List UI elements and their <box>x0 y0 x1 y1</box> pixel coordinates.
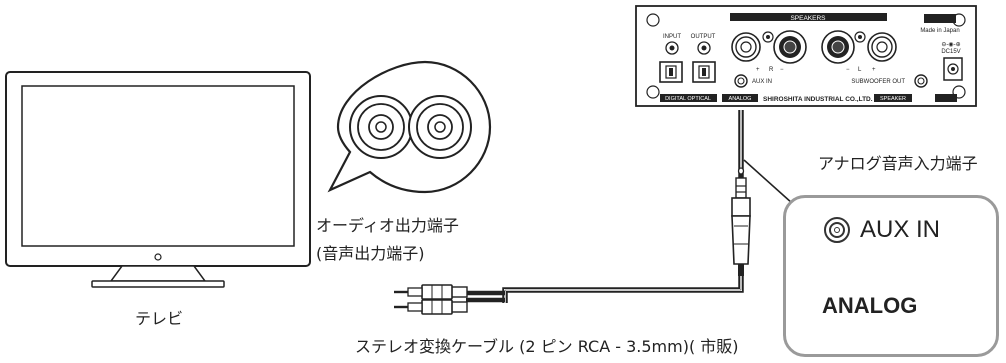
speaker-terminal-l-minus-icon <box>821 30 855 64</box>
analog-inset-label: ANALOG <box>822 293 918 318</box>
input-label: INPUT <box>663 34 681 40</box>
speaker-band-label: SPEAKER <box>880 96 906 102</box>
analog-band-label: ANALOG <box>729 96 752 102</box>
subwoofer-out-label: SUBWOOFER OUT <box>851 79 905 85</box>
audio-output-label-line1: オーディオ出力端子 <box>316 216 459 235</box>
audio-output-label: オーディオ出力端子 (音声出力端子) <box>316 212 459 268</box>
rca-jack-left-icon <box>349 95 413 159</box>
aux-in-row: AUX IN <box>824 216 940 244</box>
channel-r-label: R <box>769 67 774 73</box>
rca-plug-upper-icon <box>394 284 468 300</box>
dc-label: DC15V <box>941 49 960 55</box>
tv-illustration <box>5 71 311 288</box>
digital-optical-band-label: DIGITAL OPTICAL <box>665 96 711 102</box>
speakers-band-label: SPEAKERS <box>790 15 826 22</box>
tv-label: テレビ <box>135 309 184 328</box>
audio-output-callout <box>327 60 492 194</box>
mini-plug-icon <box>731 167 751 276</box>
svg-text:⊖-◉-⊕: ⊖-◉-⊕ <box>941 42 960 48</box>
rca-jack-right-icon <box>408 95 472 159</box>
made-in-label: Made in Japan <box>920 28 959 34</box>
svg-text:+: + <box>872 67 876 73</box>
channel-l-label: L <box>858 67 862 73</box>
aux-in-panel-label: AUX IN <box>752 79 772 85</box>
svg-text:+: + <box>756 67 760 73</box>
aux-in-jack-icon <box>734 74 748 88</box>
stereo-conversion-cable <box>466 110 744 303</box>
speaker-terminal-r-minus-icon <box>773 30 807 64</box>
optical-output-port-icon <box>692 61 716 83</box>
aux-jack-icon <box>824 217 850 243</box>
aux-in-inset-label: AUX IN <box>860 216 941 243</box>
analog-input-label: アナログ音声入力端子 <box>818 154 978 173</box>
cable-label: ステレオ変換ケーブル (2 ピン RCA - 3.5mm)( 市販) <box>355 337 739 356</box>
output-label: OUTPUT <box>691 34 716 40</box>
subwoofer-out-jack-icon <box>914 74 928 88</box>
maker-label: SHIROSHITA INDUSTRIAL CO.,LTD. <box>763 96 873 103</box>
audio-output-label-line2: (音声出力端子) <box>316 244 425 263</box>
amplifier-rear-panel: SPEAKERS Made in Japan ⊖-◉-⊕ DC15V INPUT… <box>635 5 977 107</box>
optical-input-port-icon <box>659 61 683 83</box>
svg-text:−: − <box>780 67 784 73</box>
speaker-terminal-r-plus-icon <box>731 32 761 62</box>
svg-text:−: − <box>846 67 850 73</box>
aux-in-inset: AUX IN ANALOG <box>783 195 999 357</box>
rca-plug-lower-icon <box>394 299 468 315</box>
speaker-terminal-l-plus-icon <box>867 32 897 62</box>
